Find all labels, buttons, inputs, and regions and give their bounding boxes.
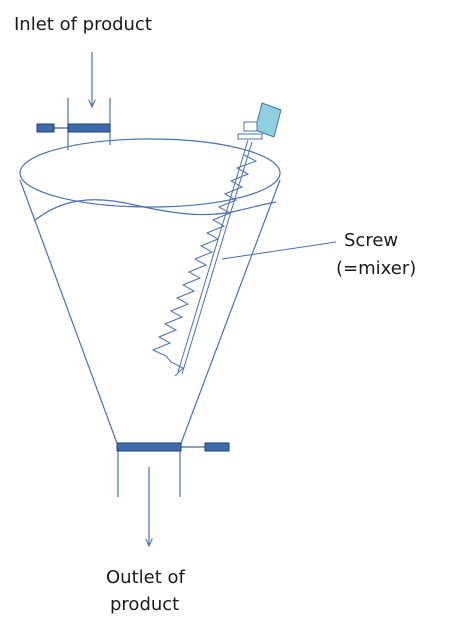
outlet-sublabel: product <box>110 594 179 615</box>
motor-flange <box>237 133 263 140</box>
outlet-label: Outlet of <box>106 567 186 588</box>
tank-top-rim <box>19 138 281 208</box>
screw-sublabel: (=mixer) <box>336 258 416 279</box>
motor-head <box>254 102 282 138</box>
motor-coupling <box>243 121 258 132</box>
screw-leader-line <box>221 241 337 260</box>
inlet-valve <box>36 123 111 133</box>
tank-left-wall <box>19 179 119 447</box>
product-fill-level <box>33 199 277 222</box>
inlet-label: Inlet of product <box>14 14 152 35</box>
screw-mixer <box>151 102 282 377</box>
screw-shaft-2 <box>181 141 253 375</box>
screw-shaft-1 <box>177 139 249 373</box>
screw-label: Screw <box>344 230 398 251</box>
hopper-tank <box>19 138 281 447</box>
outlet-valve <box>116 442 230 452</box>
screw-flight <box>151 154 258 377</box>
screw-drive-motor <box>237 102 282 140</box>
tank-right-wall <box>179 179 281 447</box>
